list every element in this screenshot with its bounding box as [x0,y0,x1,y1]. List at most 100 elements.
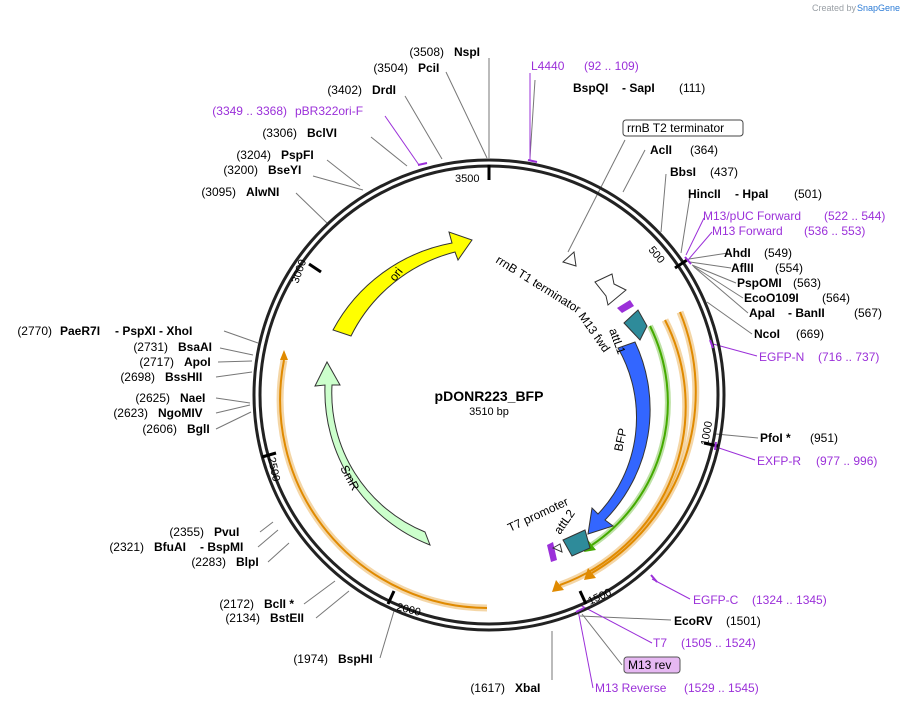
site-bsphi[interactable]: BspHI [338,652,373,666]
primer-egfp-c[interactable]: EGFP-C [693,593,739,607]
site-bsshii[interactable]: BssHII [165,370,202,384]
site-blpi[interactable]: BlpI [236,555,259,569]
primer-m13-puc-forward[interactable]: M13/pUC Forward [703,209,801,223]
site-naei[interactable]: NaeI [180,391,205,405]
site-ngomiv[interactable]: NgoMIV [158,406,203,420]
site-nspi[interactable]: NspI [454,45,480,59]
primer-exfp-r[interactable]: EXFP-R [757,454,801,468]
site-pspfi[interactable]: PspFI [281,148,314,162]
site-paer7i[interactable]: PaeR7I [60,324,100,338]
site-pos-xbai: (1617) [470,681,505,695]
site-sapi[interactable]: - SapI [622,81,655,95]
site-pos-pspomi: (563) [793,276,821,290]
primer-m13-reverse[interactable]: M13 Reverse [595,681,667,695]
site-pos-bbsi: (437) [710,165,738,179]
site-bspqi[interactable]: BspQI [573,81,608,95]
orf-arcs [276,310,700,612]
primer-marks [417,159,717,613]
primer-l4440[interactable]: L4440 [531,59,565,73]
primer-range-m13-puc: (522 .. 544) [824,209,885,223]
site-alwni[interactable]: AlwNI [246,185,279,199]
attl2-feature[interactable] [562,529,591,557]
site-pos-bseyi: (3200) [223,163,258,177]
primer-range-m13-reverse: (1529 .. 1545) [684,681,759,695]
site-pspxi-xhoi[interactable]: - PspXI - XhoI [115,324,192,338]
m13-rev-box [623,656,681,674]
plasmid-size: 3510 bp [469,406,509,418]
rrnb-t2-label-box [622,119,744,137]
site-pos-ngomiv: (2623) [113,406,148,420]
primer-range-m13-forward: (536 .. 553) [804,224,865,238]
primer-m13-forward[interactable]: M13 Forward [712,224,783,238]
plasmid-name: pDONR223_BFP [435,388,544,404]
size-ticks [261,165,719,605]
primer-range-exfp-r: (977 .. 996) [816,454,877,468]
attl1-feature[interactable] [623,309,648,341]
site-drdi[interactable]: DrdI [372,83,396,97]
tick-2000: 2000 [395,601,422,619]
site-banii[interactable]: - BanII [788,306,825,320]
orf-arrowhead-right2 [552,580,564,592]
site-pos-nspi: (3508) [409,45,444,59]
orf-arrowhead-left [280,350,288,360]
site-bseyi[interactable]: BseYI [268,163,301,177]
site-hincii[interactable]: HincII [688,187,721,201]
site-bgli[interactable]: BglI [187,422,210,436]
rrnb-t1-terminator-feature[interactable] [594,273,627,306]
site-ecorv[interactable]: EcoRV [674,614,712,628]
site-bbsi[interactable]: BbsI [670,165,696,179]
site-xbai[interactable]: XbaI [515,681,540,695]
site-bsaai[interactable]: BsaAI [178,340,212,354]
site-pos-aflii: (554) [775,261,803,275]
site-ncoi[interactable]: NcoI [754,327,780,341]
t7-promoter-feature[interactable] [551,543,563,553]
site-pos-pvui: (2355) [169,525,204,539]
site-acli[interactable]: AclI [650,143,672,157]
tick-2500: 2500 [265,456,282,482]
m13-fwd-feature[interactable] [617,300,634,313]
site-pvui[interactable]: PvuI [214,525,239,539]
site-ecoo109i[interactable]: EcoO109I [744,291,799,305]
primer-range-l4440: (92 .. 109) [584,59,639,73]
site-pos-bgli: (2606) [142,422,177,436]
site-pos-bspqi: (111) [679,81,705,95]
primer-range-t7: (1505 .. 1524) [681,636,756,650]
tick-1500: 1500 [586,586,613,607]
site-pos-blpi: (2283) [191,555,226,569]
site-pos-bclvi: (3306) [262,126,297,140]
site-hpai[interactable]: - HpaI [735,187,768,201]
site-pos-apoi: (2717) [139,355,174,369]
rrnb-t2-label: rrnB T2 terminator [627,121,724,135]
bfp-label: BFP [611,427,630,453]
primer-egfp-n[interactable]: EGFP-N [759,350,804,364]
primer-pbr322ori-f[interactable]: pBR322ori-F [295,104,363,118]
site-aflii[interactable]: AflII [731,261,754,275]
site-bclvi[interactable]: BclVI [307,126,337,140]
rrnb-t2-terminator-feature[interactable] [562,250,577,267]
site-pos-ecoo109i: (564) [822,291,850,305]
m13-rev-feature-mark[interactable] [547,542,557,562]
site-pfoi[interactable]: PfoI * [760,431,791,445]
site-apai[interactable]: ApaI [749,306,775,320]
site-pcii[interactable]: PciI [418,61,439,75]
site-pos-pfoi: (951) [810,431,838,445]
site-pos-naei: (2625) [135,391,170,405]
site-bsteii[interactable]: BstEII [270,611,304,625]
label-leader-lines [215,58,759,680]
site-apoi[interactable]: ApoI [184,355,211,369]
site-pspomi[interactable]: PspOMI [737,276,782,290]
primer-t7[interactable]: T7 [653,636,667,650]
ori-feature[interactable] [332,231,473,337]
primer-range-pbr322ori: (3349 .. 3368) [212,104,287,118]
site-pos-pspfi: (3204) [236,148,271,162]
smr-feature[interactable] [314,360,431,546]
site-pos-ahdi: (549) [764,246,792,260]
site-bspmi[interactable]: - BspMI [200,540,243,554]
site-bfuai[interactable]: BfuAI [154,540,186,554]
site-bcli[interactable]: BclI * [264,597,294,611]
primer-range-egfp-c: (1324 .. 1345) [752,593,827,607]
bfp-feature[interactable] [587,341,651,535]
site-ahdi[interactable]: AhdI [724,246,751,260]
